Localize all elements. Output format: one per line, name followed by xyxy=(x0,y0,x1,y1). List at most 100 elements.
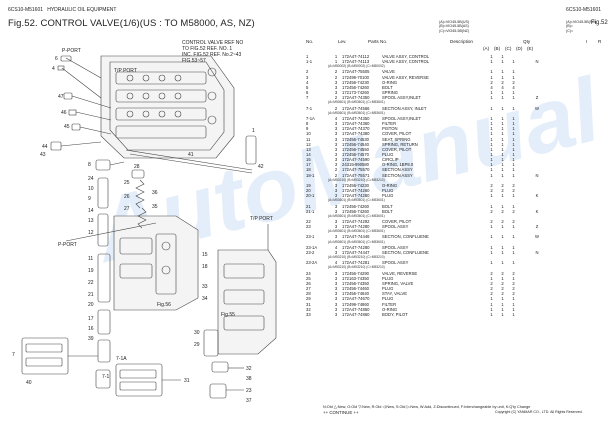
callout-number: 26 xyxy=(124,194,130,200)
part-description: SPOOL ASSY xyxy=(382,224,409,230)
level: 3 xyxy=(334,311,338,317)
qty-c: 1 xyxy=(512,59,515,65)
qty-b: 2 xyxy=(501,270,504,276)
part-number[interactable]: 172A47-74280 xyxy=(342,224,370,230)
ref-no: 32 xyxy=(306,306,311,312)
part-number[interactable]: 172A47-74860 xyxy=(342,311,370,317)
qty-c: 1 xyxy=(512,74,515,80)
table-row: (A=M53601) (B=M53601) (C=M53601) xyxy=(300,198,544,203)
part-number[interactable]: 172456-74460 xyxy=(342,286,370,292)
part-number[interactable]: 172456-74570 xyxy=(342,151,370,157)
part-number[interactable]: 172456-74260 xyxy=(342,203,370,209)
part-number[interactable]: 172A47-74380 xyxy=(342,131,370,137)
part-number[interactable]: 172A47-74370 xyxy=(342,126,370,132)
part-number[interactable]: 172A47-74446 xyxy=(342,234,370,240)
qty-b: 1 xyxy=(501,121,504,127)
remark xyxy=(530,312,544,317)
qty-a: 1 xyxy=(490,151,493,157)
part-number[interactable]: 172499-70100 xyxy=(342,74,370,80)
part-description: PLUG xyxy=(382,296,394,302)
qty-a: 1 xyxy=(490,234,493,240)
part-number[interactable]: 172A47-74260 xyxy=(342,188,370,194)
col-r: R xyxy=(598,39,602,44)
part-number[interactable]: 172A47-75505 xyxy=(342,69,370,75)
part-number[interactable]: 172A47-74112 xyxy=(342,54,370,59)
callout-number: 16 xyxy=(88,326,94,332)
qty-a: 1 xyxy=(490,59,493,65)
part-number[interactable]: 172499-74860 xyxy=(342,301,370,307)
serial-range: (A=M53601) (B=M53601) (C=M53601) xyxy=(328,110,385,115)
part-number[interactable]: 172A47-74113 xyxy=(342,59,370,65)
part-number[interactable]: 172163-74350 xyxy=(342,275,370,281)
part-number[interactable]: 172A47-74670 xyxy=(342,296,370,302)
part-number[interactable]: 24315-990580 xyxy=(342,162,370,168)
part-number[interactable]: 172456-74260 xyxy=(342,84,370,90)
callout-number: 17 xyxy=(88,316,94,322)
callout-number: 46 xyxy=(61,110,67,116)
part-number[interactable]: 172456-74550 xyxy=(342,146,370,152)
callout-number: 38 xyxy=(246,376,252,382)
part-number[interactable]: 172456-74290 xyxy=(342,270,370,276)
qty-col-e: (E) xyxy=(527,46,534,51)
part-number[interactable]: 172456-74230 xyxy=(342,182,370,188)
part-number[interactable]: 172A47-74566 xyxy=(342,105,370,111)
callout-number: 22 xyxy=(88,280,94,286)
part-number[interactable]: 172173-74260 xyxy=(342,90,370,96)
part-number[interactable]: 172A47-74350 xyxy=(342,115,370,121)
part-description: COVER, PILOT xyxy=(382,131,412,137)
part-number[interactable]: 172A47-74292 xyxy=(342,219,370,224)
callout-number: 11 xyxy=(88,256,93,262)
part-number[interactable]: 172A47-74350 xyxy=(342,95,370,101)
part-number[interactable]: 172456-74540 xyxy=(342,141,370,147)
ref-no: 7-1 xyxy=(306,105,313,111)
part-number[interactable]: 172456-74260 xyxy=(342,208,370,214)
level: 3 xyxy=(334,90,338,96)
part-description: O-RING xyxy=(382,79,398,85)
part-number[interactable]: 172A47-75571 xyxy=(342,172,370,178)
col-i: I xyxy=(586,39,588,44)
qty-col-c: (C) xyxy=(505,46,512,51)
part-number[interactable]: 172A47-74590 xyxy=(342,157,370,163)
callout-number: 12 xyxy=(88,230,94,236)
fig-number: Fig.52 xyxy=(591,20,608,26)
qty-c: 1 xyxy=(512,260,515,266)
callout-number: 41 xyxy=(188,152,194,158)
ref-no: 25 xyxy=(306,275,311,281)
part-number[interactable]: 172A47-74850 xyxy=(342,306,370,312)
part-number[interactable]: 172456-74350 xyxy=(342,280,370,286)
diagram-note-3: INC. FIG.52 REF. No.2~43 xyxy=(182,52,242,58)
qty-c: 2 xyxy=(512,291,515,297)
ref-no: 13 xyxy=(306,146,311,152)
part-number[interactable]: 172A47-74260 xyxy=(342,193,370,199)
qty-a: 1 xyxy=(490,95,493,101)
part-number[interactable]: 172A47-74447 xyxy=(342,249,370,255)
part-number[interactable]: 172A47-74360 xyxy=(342,121,370,127)
part-number[interactable]: 172456-74640 xyxy=(342,291,370,297)
part-description: SPRING, VALVE xyxy=(382,280,414,286)
part-number[interactable]: 172A47-75570 xyxy=(342,167,370,173)
part-number[interactable]: 172456-74530 xyxy=(342,136,370,142)
level: 3 xyxy=(334,157,338,163)
level: 3 xyxy=(334,296,338,302)
part-number[interactable]: 172A47-74280 xyxy=(342,244,370,250)
ref-no: 24 xyxy=(306,270,311,276)
qty-a: 2 xyxy=(490,188,493,194)
qty-a: 1 xyxy=(490,131,493,137)
qty-b: 1 xyxy=(501,296,504,302)
qty-a: 2 xyxy=(490,208,493,214)
level: 3 xyxy=(334,219,338,224)
qty-a: 2 xyxy=(490,286,493,292)
part-number[interactable]: 172456-74230 xyxy=(342,79,370,85)
part-number[interactable]: 172A47-74281 xyxy=(342,260,370,266)
ref-no: 20 xyxy=(306,188,311,194)
level: 3 xyxy=(334,121,338,127)
qty-c: 1 xyxy=(512,141,515,147)
qty-b: 1 xyxy=(501,54,504,59)
serial-range: (A=M53210) (B=M53210) (C=M53210) xyxy=(328,265,385,270)
